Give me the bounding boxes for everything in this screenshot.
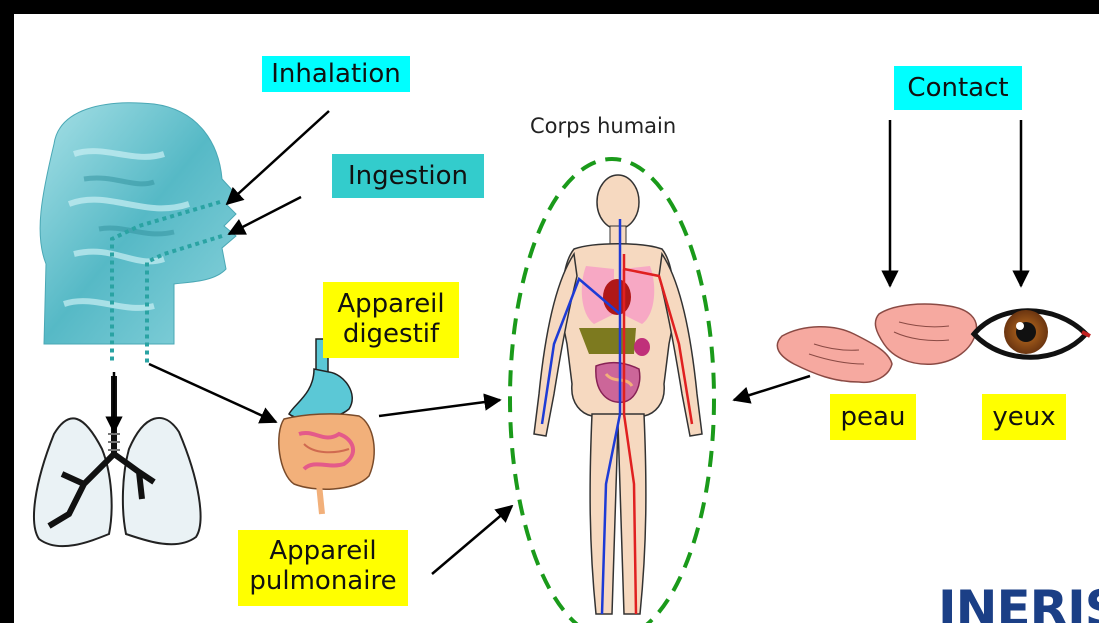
human-body-illustration xyxy=(534,175,702,614)
head-profile-illustration xyxy=(40,103,236,344)
corps-humain-label: Corps humain xyxy=(530,114,676,138)
ineris-logo: INERIS xyxy=(938,580,1099,623)
appareil-pulmonaire-label: Appareil pulmonaire xyxy=(238,530,408,606)
hands-illustration xyxy=(777,304,976,382)
digestive-system-illustration xyxy=(279,339,374,514)
slide-canvas: Inhalation Ingestion Appareil digestif A… xyxy=(14,14,1099,623)
appareil-pulmonaire-line1: Appareil xyxy=(238,536,408,566)
appareil-digestif-line2: digestif xyxy=(323,319,459,349)
lungs-illustration xyxy=(34,376,201,546)
inhalation-label: Inhalation xyxy=(262,56,410,92)
eye-illustration xyxy=(974,310,1090,357)
ingestion-label: Ingestion xyxy=(332,154,484,198)
peau-label: peau xyxy=(830,394,916,440)
appareil-pulmonaire-line2: pulmonaire xyxy=(238,566,408,596)
appareil-digestif-label: Appareil digestif xyxy=(323,282,459,358)
appareil-digestif-line1: Appareil xyxy=(323,289,459,319)
yeux-label: yeux xyxy=(982,394,1066,440)
contact-label: Contact xyxy=(894,66,1022,110)
